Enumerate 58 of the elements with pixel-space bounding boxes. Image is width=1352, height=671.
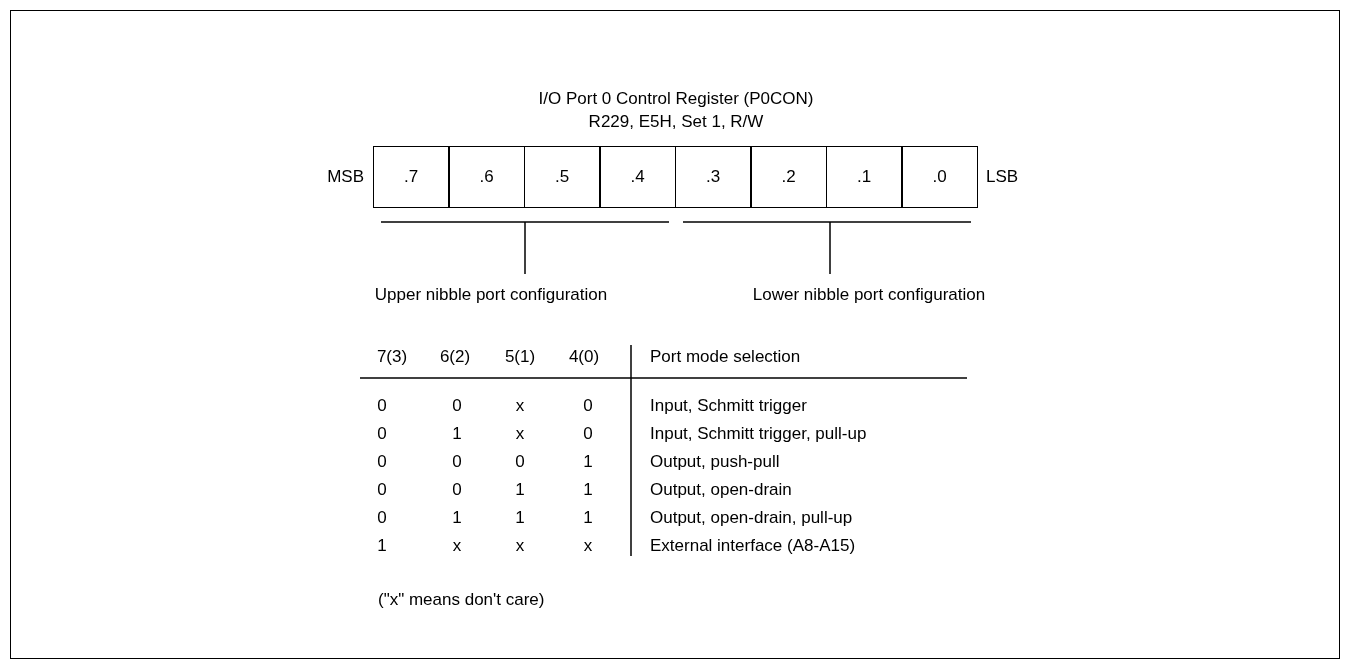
table-cell: 1 <box>583 452 593 472</box>
table-cell: 0 <box>452 452 462 472</box>
bit-label: .7 <box>403 167 419 187</box>
table-cell: 1 <box>583 480 593 500</box>
column-header: 6(2) <box>439 347 471 367</box>
bit-order-label: MSB <box>327 167 364 187</box>
table-cell: Output, open-drain <box>650 480 792 500</box>
bit-label: .4 <box>630 167 645 187</box>
bit-cell <box>599 146 676 208</box>
bit-cell <box>524 146 600 208</box>
table-cell: 0 <box>377 480 387 500</box>
bracket-label: Upper nibble port configuration <box>374 285 608 305</box>
table-cell: 0 <box>583 424 593 444</box>
bit-cell <box>826 146 902 208</box>
table-cell: 0 <box>377 396 387 416</box>
table-cell: 1 <box>515 508 525 528</box>
bit-cell <box>448 146 525 208</box>
bit-label: .1 <box>856 167 872 187</box>
table-cell: Input, Schmitt trigger <box>650 396 807 416</box>
bit-cell <box>901 146 978 208</box>
table-cell: x <box>515 536 525 556</box>
table-cell: 1 <box>515 480 525 500</box>
table-cell: 1 <box>583 508 593 528</box>
column-header: 5(1) <box>504 347 536 367</box>
bit-label: .2 <box>781 167 796 187</box>
table-cell: 0 <box>377 508 387 528</box>
table-cell: Output, open-drain, pull-up <box>650 508 853 528</box>
table-cell: 0 <box>377 452 387 472</box>
table-cell: External interface (A8-A15) <box>650 536 856 556</box>
table-cell: x <box>452 536 462 556</box>
bit-cell <box>675 146 751 208</box>
table-cell: 1 <box>452 424 462 444</box>
table-cell: 0 <box>452 396 462 416</box>
table-cell: x <box>515 396 525 416</box>
register-address: R229, E5H, Set 1, R/W <box>588 112 764 132</box>
bit-order-label: LSB <box>986 167 1019 187</box>
table-cell: 0 <box>515 452 525 472</box>
table-cell: 0 <box>452 480 462 500</box>
table-cell: 0 <box>377 424 387 444</box>
bit-cell <box>750 146 827 208</box>
table-cell: 1 <box>377 536 387 556</box>
bit-label: .6 <box>479 167 494 187</box>
table-cell: Input, Schmitt trigger, pull-up <box>650 424 867 444</box>
column-header: 4(0) <box>568 347 600 367</box>
table-cell: x <box>583 536 593 556</box>
bracket-label: Lower nibble port configuration <box>752 285 986 305</box>
bit-label: .0 <box>932 167 947 187</box>
bit-label: .5 <box>554 167 570 187</box>
footnote: ("x" means don't care) <box>378 590 545 610</box>
column-header: Port mode selection <box>650 347 801 367</box>
bit-cell <box>373 146 449 208</box>
diagram-title: I/O Port 0 Control Register (P0CON) <box>538 89 814 109</box>
column-header: 7(3) <box>376 347 408 367</box>
table-cell: 0 <box>583 396 593 416</box>
table-cell: 1 <box>452 508 462 528</box>
table-cell: x <box>515 424 525 444</box>
table-cell: Output, push-pull <box>650 452 780 472</box>
bit-label: .3 <box>705 167 721 187</box>
